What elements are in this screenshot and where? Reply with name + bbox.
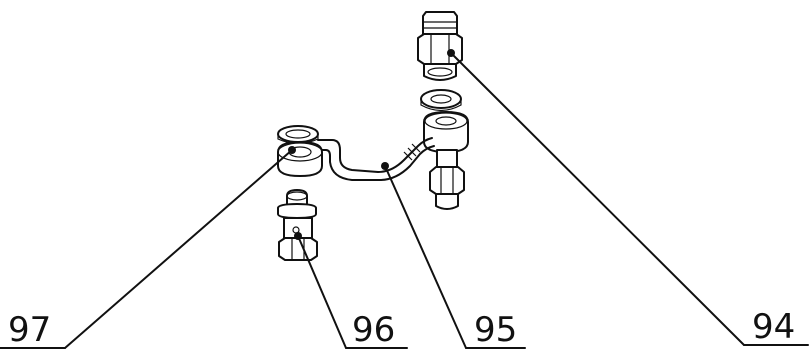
part-97-washer-and-eye bbox=[277, 125, 323, 177]
label-94: 94 bbox=[752, 307, 795, 347]
callout-97: 97 bbox=[0, 146, 296, 350]
callout-95: 95 bbox=[381, 162, 526, 350]
banjo-eye-right bbox=[423, 111, 469, 210]
label-95: 95 bbox=[474, 310, 517, 350]
leader-line-95 bbox=[384, 165, 467, 349]
label-97: 97 bbox=[8, 310, 51, 350]
leader-line-97 bbox=[64, 149, 293, 349]
callout-94: 94 bbox=[447, 49, 809, 347]
leader-line-94 bbox=[450, 52, 745, 346]
part-96-banjo-bolt bbox=[277, 189, 318, 261]
part-94-fitting bbox=[417, 11, 463, 81]
washer-upper bbox=[420, 89, 462, 112]
callout-96: 96 bbox=[294, 232, 408, 350]
leader-line-96 bbox=[297, 235, 347, 349]
label-96: 96 bbox=[352, 310, 395, 350]
part-95-tube bbox=[317, 137, 435, 181]
